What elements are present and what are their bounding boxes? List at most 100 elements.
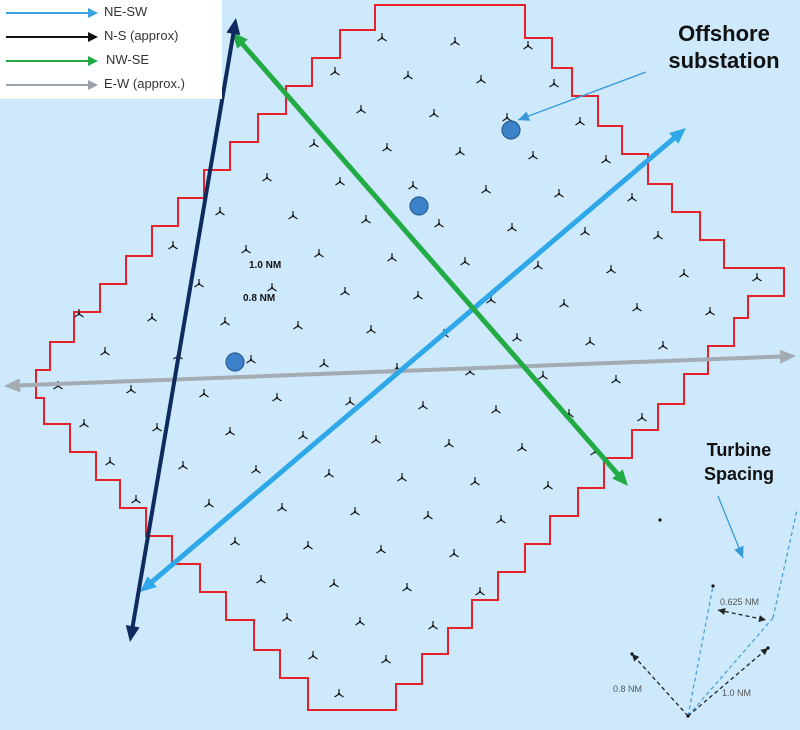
turbine-icon [246,355,256,364]
turbine-hub [479,78,483,82]
callout-arrows [517,71,744,559]
turbine-hub [468,370,472,374]
turbine-hub [656,234,660,238]
turbine-hub [233,540,237,544]
turbine-icon [679,269,689,278]
diagram-arrow-head [758,615,766,622]
legend-label: E-W (approx.) [104,76,185,91]
diagram-turbine-marker [658,518,662,522]
turbine-icon [658,341,668,350]
turbine-icon [575,117,585,126]
turbine-icon [585,337,595,346]
turbine-hub [494,408,498,412]
turbine-hub [489,298,493,302]
turbine-icon [512,333,522,342]
turbine-icon [288,211,298,220]
turbine-hub [447,442,451,446]
turbine-icon [282,613,292,622]
spacing-diagram [630,509,798,718]
arrow-head [669,128,686,144]
turbine-icon [476,75,486,84]
diagram-row-line [772,509,798,619]
turbine-icon [413,291,423,300]
pointer-line [717,495,744,559]
arrow-shaft [145,132,681,588]
arrow-shaft [129,27,237,633]
turbine-icon [549,79,559,88]
turbine-hub [536,264,540,268]
turbine-hub [134,498,138,502]
arrow-head [232,32,248,49]
turbine-hub [223,320,227,324]
n-s-arrow [125,18,241,642]
turbine-icon [314,249,324,258]
turbine-icon [533,261,543,270]
turbine-hub [405,586,409,590]
turbine-icon [330,67,340,76]
turbine-hub [578,120,582,124]
turbine-layer [53,33,762,698]
turbine-icon [387,253,397,262]
turbine-hub [400,476,404,480]
turbine-hub [635,306,639,310]
turbine-icon [262,173,272,182]
turbine-icon [455,147,465,156]
turbine-icon [194,279,204,288]
turbine-icon [319,359,329,368]
turbine-icon [444,439,454,448]
turbine-icon [397,473,407,482]
turbine-hub [291,214,295,218]
turbine-hub [244,248,248,252]
turbine-icon [507,223,517,232]
turbine-icon [126,385,136,394]
turbine-icon [543,481,553,490]
turbine-hub [82,422,86,426]
turbine-icon [293,321,303,330]
turbine-hub [552,82,556,86]
turbine-icon [350,507,360,516]
turbine-hub [526,44,530,48]
turbine-icon [366,325,376,334]
turbine-icon [100,347,110,356]
diagram-turbine-marker [686,714,690,718]
turbine-icon [308,651,318,660]
turbine-icon [267,283,277,292]
spacing-label-08nm: 0.8 NM [243,293,276,304]
ne-sw-arrow [140,128,686,592]
turbine-hub [384,658,388,662]
turbine-hub [312,142,316,146]
wind-farm-boundary [35,4,785,711]
turbine-icon [611,375,621,384]
turbine-hub [218,210,222,214]
turbine-icon [79,419,89,428]
turbine-icon [423,511,433,520]
arrow-head [226,18,241,35]
turbine-hub [155,426,159,430]
turbine-hub [562,302,566,306]
turbine-hub [259,578,263,582]
turbine-icon [376,545,386,554]
spacing-label-1nm: 1.0 NM [249,260,282,271]
turbine-icon [381,655,391,664]
turbine-hub [478,590,482,594]
turbine-hub [77,312,81,316]
turbine-icon [178,461,188,470]
turbine-hub [385,146,389,150]
turbine-hub [265,176,269,180]
diagram-arrow-head [632,654,640,662]
turbine-icon [356,105,366,114]
turbine-hub [426,514,430,518]
turbine-hub [406,74,410,78]
turbine-icon [131,495,141,504]
arrow-head [779,349,796,364]
turbine-hub [755,276,759,280]
turbine-hub [614,378,618,382]
turbine-hub [390,256,394,260]
turbine-spacing-callout: Turbine Spacing [703,440,774,484]
turbine-hub [285,616,289,620]
turbine-hub [181,464,185,468]
turbine-hub [171,244,175,248]
diagram-arrow-head [718,608,726,615]
substation-marker [501,120,521,140]
